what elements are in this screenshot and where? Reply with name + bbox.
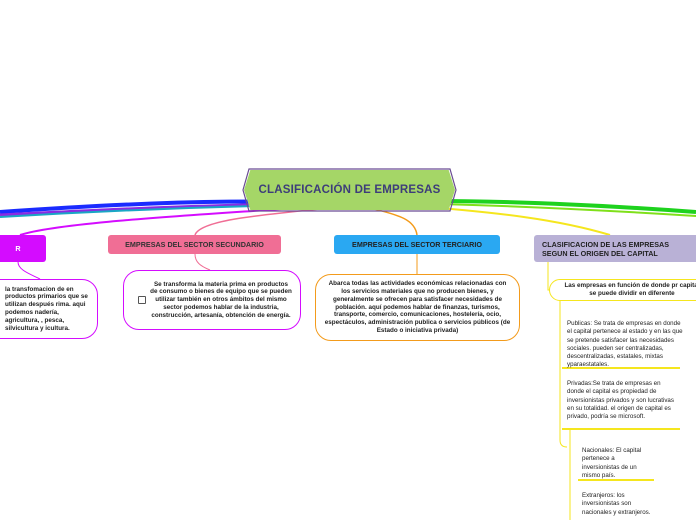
branch-primary-text: la transfomacion de en productos primari…: [5, 285, 88, 332]
branch-primary-description[interactable]: la transfomacion de en productos primari…: [0, 279, 98, 339]
connector-capital-list: [559, 301, 568, 448]
branch-primary-title[interactable]: R: [0, 235, 46, 262]
connector-secondary-box: [194, 253, 211, 271]
branch-tertiary-text: Abarca todas las actividades económicas …: [324, 280, 511, 334]
central-node-title: CLASIFICACIÓN DE EMPRESAS: [258, 184, 441, 196]
capital-item-publicas[interactable]: Publicas: Se trata de empresas en donde …: [567, 320, 683, 369]
branch-capital-text: Las empresas en función de donde pr capi…: [564, 282, 696, 297]
connector-tertiary: [369, 207, 418, 236]
capital-item-extranjeros[interactable]: Extranjeros: los inversionistas son naci…: [582, 492, 651, 516]
connector-secondary: [194, 207, 331, 236]
branch-secondary-text: Se transforma la materia prima en produc…: [150, 280, 292, 319]
capital-item-nacionales[interactable]: Nacionales: El capital pertenece a inver…: [582, 447, 642, 479]
central-node-outline: [242, 168, 457, 212]
central-node[interactable]: CLASIFICACIÓN DE EMPRESAS: [244, 170, 455, 210]
branch-tertiary-title[interactable]: EMPRESAS DEL SECTOR TERCIARIO: [334, 235, 500, 254]
checkbox-icon[interactable]: [138, 296, 146, 304]
connector-left-primary: [19, 206, 311, 236]
branch-capital-description[interactable]: Las empresas en función de donde pr capi…: [549, 279, 696, 301]
branch-secondary-title[interactable]: EMPRESAS DEL SECTOR SECUNDARIO: [108, 235, 281, 254]
connector-primary-box: [17, 261, 41, 280]
branch-secondary-description[interactable]: Se transforma la materia prima en produc…: [123, 270, 301, 330]
branch-capital-title[interactable]: CLASIFICACION DE LAS EMPRESAS SEGUN EL O…: [534, 235, 696, 262]
branch-tertiary-description[interactable]: Abarca todas las actividades económicas …: [315, 274, 520, 341]
capital-item-privadas[interactable]: Privadas:Se trata de empresas en donde e…: [567, 380, 674, 421]
